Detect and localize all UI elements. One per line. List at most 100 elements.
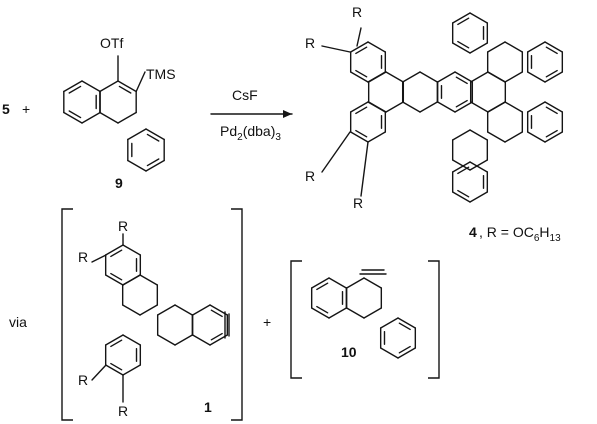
ring-4-10-bond [526, 101, 546, 113]
ring-4-6-bond [451, 12, 471, 24]
ring-4-11-bond [469, 191, 489, 203]
ring-10-0-bond [328, 277, 348, 289]
ring-1-3-bond [174, 334, 194, 346]
bracket-left-10 [290, 260, 302, 379]
bracket-right-10 [428, 260, 440, 379]
ring-1-0-bond [104, 274, 124, 286]
ring-4-2-bond [349, 101, 369, 113]
intermediate-1-label: 1 [204, 399, 212, 415]
ring-1-2-double-bond [110, 339, 123, 348]
bracket-right-1 [231, 208, 243, 421]
ring-4-10-double-bond [545, 106, 558, 115]
otf-group-label: OTf [100, 35, 123, 51]
ring-10-1-bond [345, 307, 365, 319]
ring-4-3-bond [419, 71, 439, 83]
ring-4-7-bond [486, 71, 506, 83]
ring-9-right-bond [127, 159, 147, 172]
ring-4-4-bond [454, 71, 474, 83]
ring-10-0-bond [310, 277, 330, 289]
ring-4-0-bond [349, 41, 369, 53]
ring-10-0-double-bond [316, 305, 329, 314]
ring-1-2-bond [122, 334, 142, 346]
ring-4-9-bond [504, 131, 524, 143]
ring-9-right-bond [145, 128, 165, 141]
ring-1-0-double-bond [110, 249, 123, 258]
ring-4-2-bond [349, 131, 369, 143]
ring-4-2-double-bond [355, 129, 368, 138]
ring-4-2-double-bond [355, 106, 368, 115]
ring-1-0-double-bond [110, 272, 123, 281]
ring-10-2-bond [397, 317, 417, 329]
ring-9-left-bond [81, 80, 101, 93]
ring-4-6-bond [451, 42, 471, 54]
compound-4-label: 4 [469, 224, 477, 240]
ring-4-10-bond [544, 101, 564, 113]
ring-4-10-bond [526, 131, 546, 143]
ring-9-left-bond [81, 111, 101, 124]
ring-4-3-bond [401, 71, 421, 83]
ring-1-4-bond [191, 304, 211, 316]
reagent-pd2dba3: Pd2(dba)3 [220, 123, 281, 143]
ring-1-1-bond [139, 274, 159, 286]
ring-9-left-double-bond [68, 110, 82, 119]
ring-4-2-bond [367, 101, 387, 113]
ring-4-4-bond [436, 101, 456, 113]
bracket-left-1 [61, 208, 73, 421]
ring-4-11-bond [469, 161, 489, 173]
bond-network [63, 12, 564, 403]
ring-4-2-bond [367, 131, 387, 143]
ring-4-6-double-bond [457, 40, 470, 49]
reaction-arrow-head [283, 110, 292, 118]
ring-4-6-bond [469, 42, 489, 54]
ring-10-1-bond [345, 277, 365, 289]
ring-10-2-bond [379, 317, 399, 329]
ring-4-1-bond [385, 101, 405, 113]
ring-9-right-bond [127, 128, 147, 141]
ring-4-5-bond [469, 101, 489, 113]
ring-1-2-bond [104, 364, 124, 376]
ring-4-12-bond [469, 129, 489, 141]
ring-4-3-bond [419, 101, 439, 113]
ring-10-2-double-bond [398, 345, 411, 354]
r-bond [321, 45, 351, 53]
ring-9-left-bond [63, 111, 83, 124]
ring-1-0-bond [122, 244, 142, 256]
r-bond [360, 141, 369, 197]
ring-9-center-bond [99, 111, 119, 124]
ring-1-4-double-bond [210, 309, 223, 318]
compound-4-caption: , R = OC6H13 [479, 224, 561, 244]
ring-4-0-bond [367, 41, 387, 53]
ring-4-8-bond [544, 71, 564, 83]
ring-4-10-bond [544, 131, 564, 143]
ring-4-11-bond [451, 161, 471, 173]
ring-9-center-bond [117, 80, 137, 93]
ring-4-12-bond [469, 159, 489, 171]
ring-4-4-bond [436, 71, 456, 83]
ring-4-12-bond [451, 159, 471, 171]
ring-4-5-bond [469, 71, 489, 83]
r-bond [356, 27, 362, 47]
ring-10-2-bond [379, 347, 399, 359]
ring-4-1-bond [385, 71, 405, 83]
ring-4-8-bond [526, 41, 546, 53]
ring-4-6-bond [469, 12, 489, 24]
ring-4-10-double-bond [545, 129, 558, 138]
product-r-label-1: R [352, 4, 362, 20]
ring-4-3-bond [401, 101, 421, 113]
r-bond [91, 364, 107, 381]
intermediate-10-label: 10 [341, 344, 357, 360]
ring-10-2-double-bond [398, 322, 411, 331]
ring-4-11-double-bond [457, 189, 470, 198]
reagent-csf: CsF [232, 87, 258, 103]
ring-4-6-double-bond [457, 17, 470, 26]
ring-9-center-bond [99, 80, 119, 93]
ring-4-0-double-bond [355, 46, 368, 55]
product-r-label-4: R [353, 195, 363, 211]
ring-9-center-double-bond [118, 85, 132, 94]
ring-1-0-bond [104, 244, 124, 256]
ring-4-8-bond [526, 71, 546, 83]
ring-4-9-bond [486, 101, 506, 113]
ring-1-4-double-bond [210, 332, 223, 341]
intermediate-r-label-2: R [78, 249, 88, 265]
